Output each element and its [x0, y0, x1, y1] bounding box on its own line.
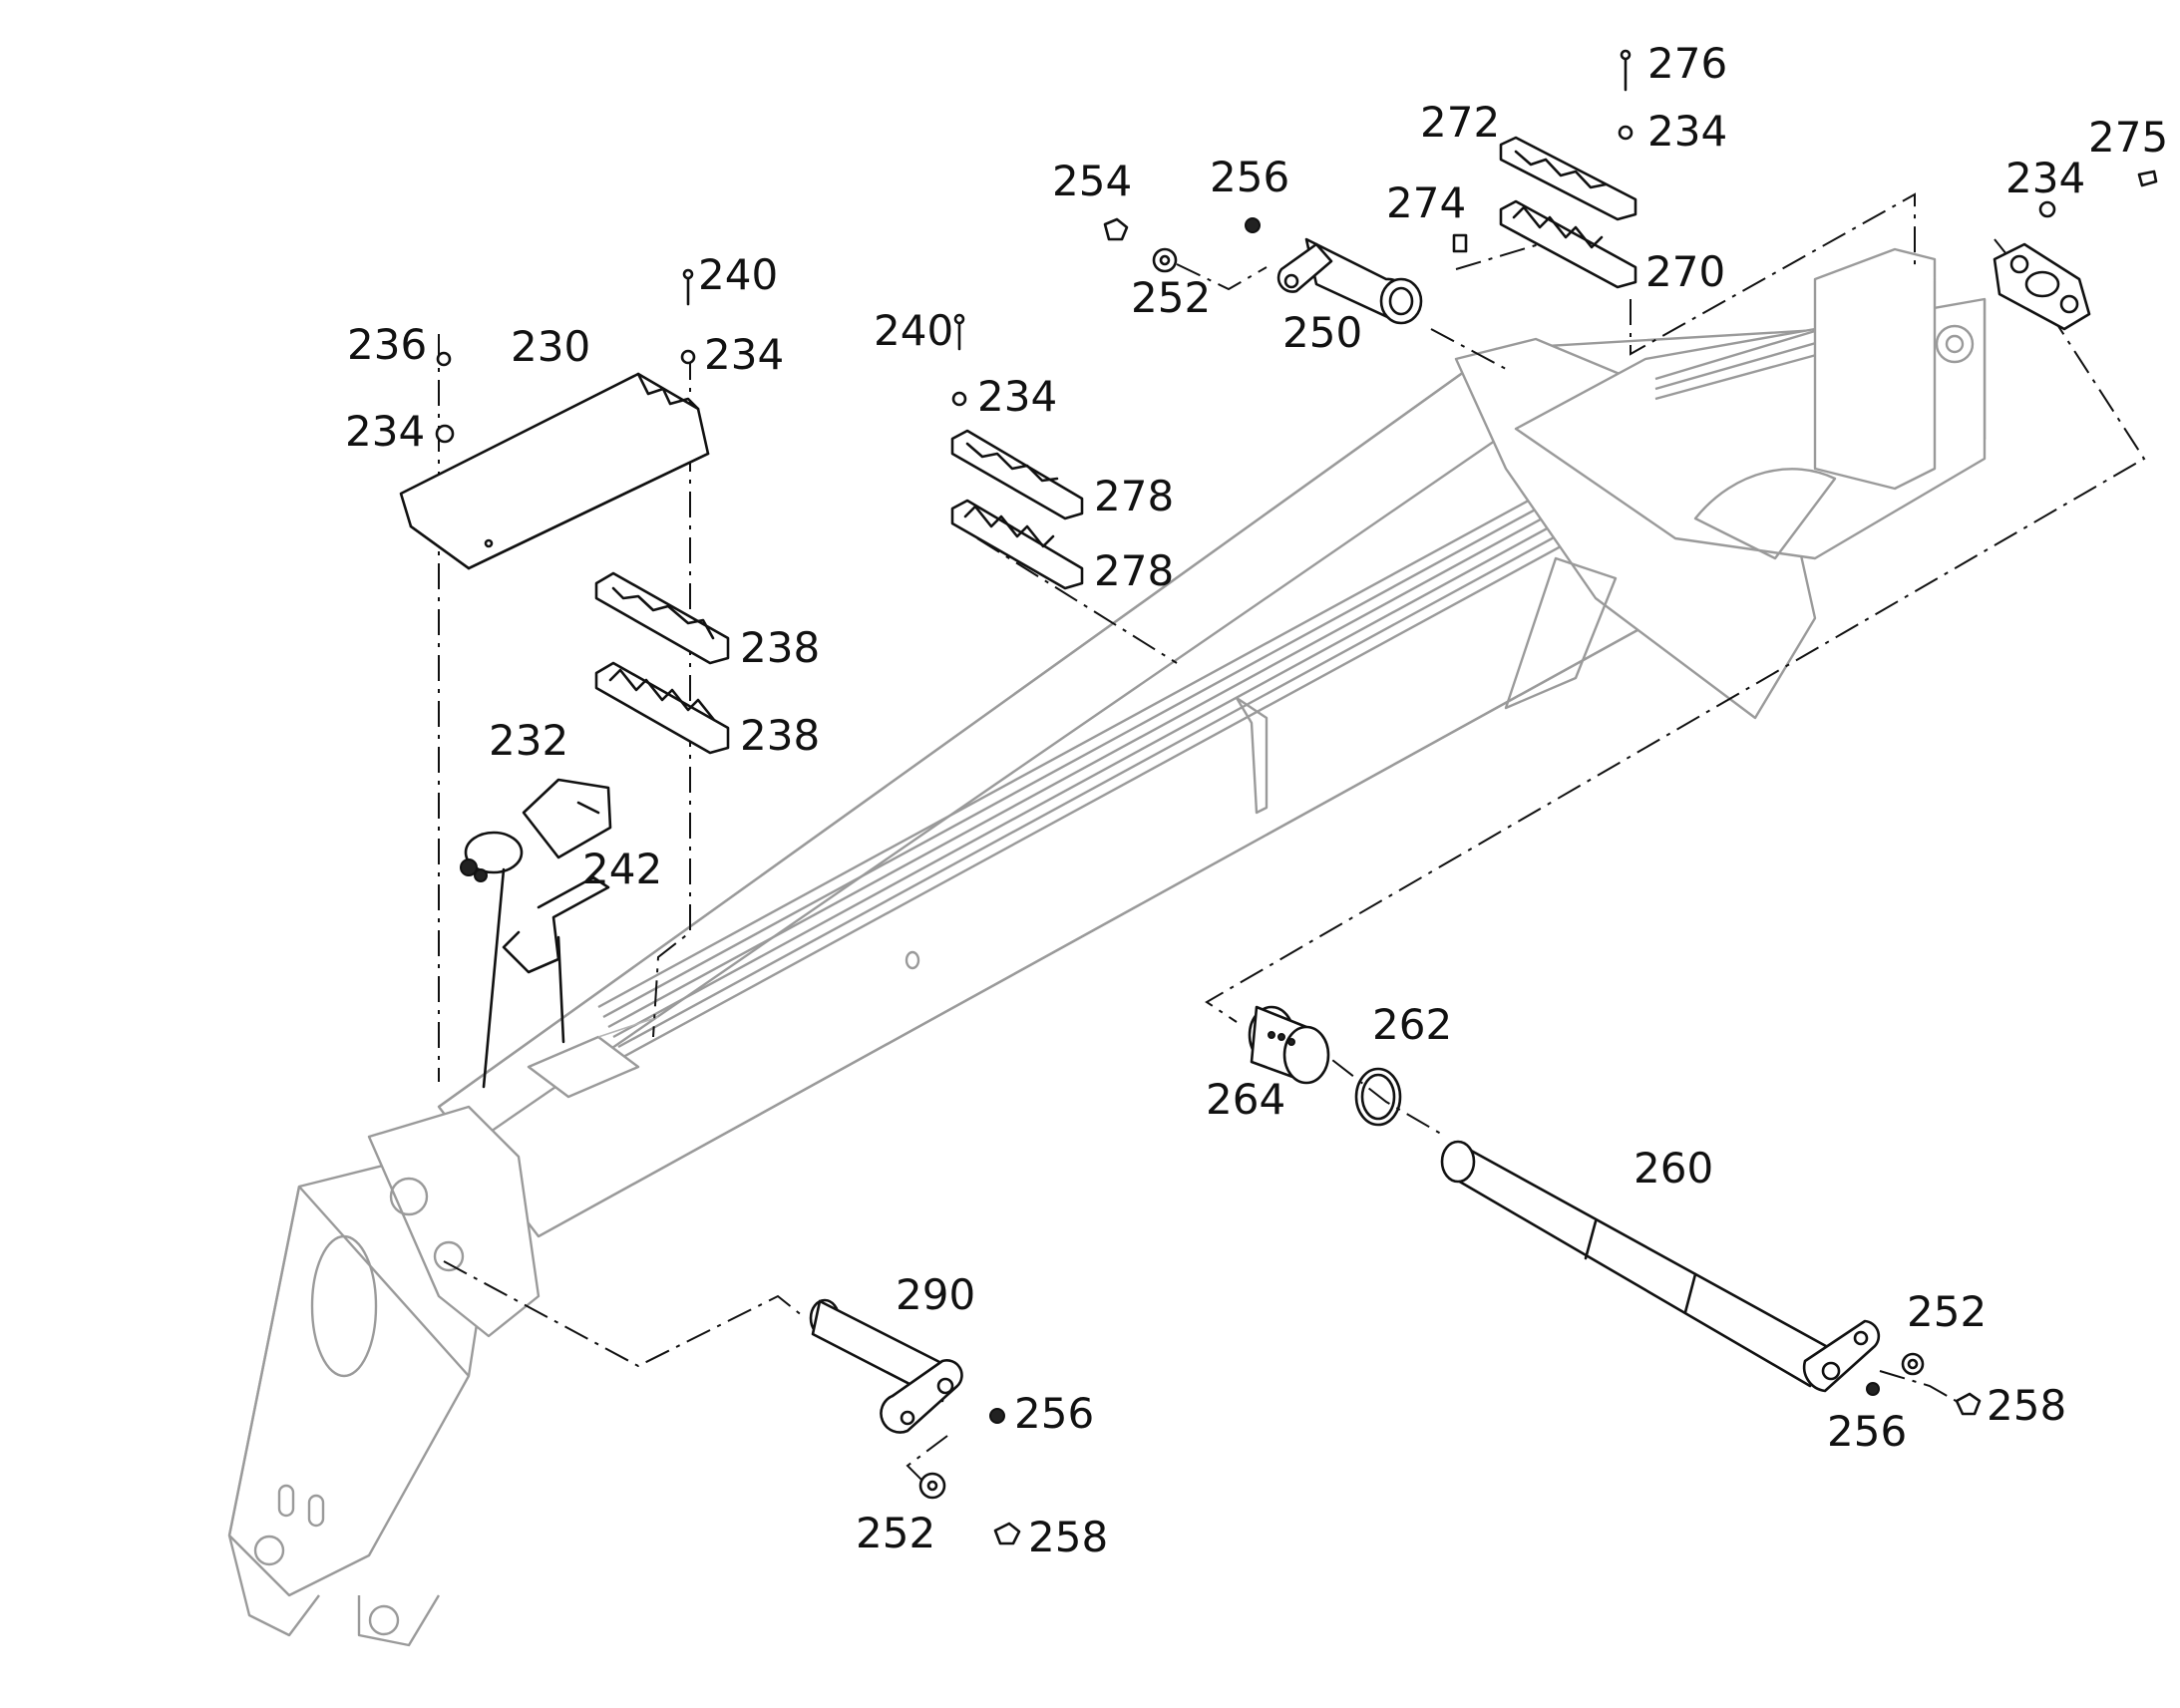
callout-254: 254: [1052, 157, 1132, 205]
callout-232: 232: [489, 716, 568, 765]
washer-icon: [435, 424, 455, 444]
callout-234: 234: [345, 407, 425, 456]
callout-278: 278: [1094, 472, 1174, 520]
callout-238: 238: [740, 711, 820, 760]
callout-258: 258: [1028, 1513, 1108, 1561]
part-238-clamp-bars: [594, 571, 730, 755]
callout-272: 272: [1420, 98, 1500, 147]
part-232-sensor: [460, 778, 612, 1089]
callout-264: 264: [1206, 1075, 1285, 1124]
part-278-clamp-bars: [950, 429, 1084, 590]
callout-256: 256: [1210, 153, 1289, 201]
callout-252: 252: [1907, 1287, 1987, 1336]
callout-234: 234: [2005, 154, 2085, 202]
part-254-252: [1103, 217, 1178, 273]
part-242-bracket: [502, 875, 610, 1044]
callout-240: 240: [874, 306, 953, 355]
callout-230: 230: [511, 322, 590, 371]
callout-238: 238: [740, 623, 820, 672]
callout-labels: 230 232 234 234 234 234 234 236 238 238 …: [345, 39, 2168, 1561]
callout-236: 236: [347, 320, 427, 369]
callout-240: 240: [698, 250, 778, 299]
part-252-256-258-right: [1866, 1352, 1982, 1416]
callout-250: 250: [1282, 308, 1362, 357]
part-262-o-ring: [1354, 1067, 1402, 1127]
part-250-pin: [1245, 217, 1423, 325]
part-260-long-pin: [1440, 1140, 1881, 1393]
part-275-flange: [1993, 242, 2091, 331]
callout-262: 262: [1372, 1000, 1452, 1049]
callout-252: 252: [856, 1509, 935, 1557]
callout-278: 278: [1094, 546, 1174, 595]
part-290-pin: [809, 1298, 1021, 1545]
callout-276: 276: [1647, 39, 1727, 88]
boom-assembly: [227, 247, 1987, 1647]
callout-270: 270: [1645, 247, 1725, 296]
callout-252: 252: [1131, 273, 1211, 322]
callout-290: 290: [896, 1270, 975, 1319]
callout-256: 256: [1014, 1389, 1094, 1438]
washer-icon: [436, 351, 452, 367]
fasteners: [435, 49, 2158, 444]
callout-275: 275: [2088, 113, 2168, 162]
callout-260: 260: [1634, 1144, 1713, 1193]
part-230-cover-plate: [399, 372, 710, 570]
callout-258: 258: [1987, 1381, 2066, 1430]
callout-274: 274: [1386, 178, 1466, 227]
callout-256: 256: [1827, 1407, 1907, 1456]
callout-242: 242: [582, 845, 662, 893]
callout-234: 234: [704, 330, 784, 379]
callout-234: 234: [1647, 107, 1727, 156]
part-270-272-clamp-bars: [1499, 136, 1637, 289]
leader-lines: [438, 192, 2146, 1497]
part-264-bushing: [1248, 1005, 1330, 1085]
callout-234: 234: [977, 372, 1057, 421]
